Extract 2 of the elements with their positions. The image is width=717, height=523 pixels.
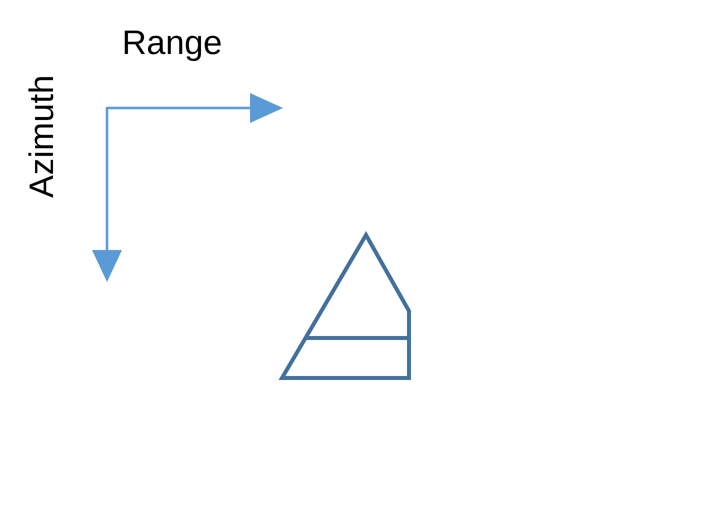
axis-label: Range	[122, 26, 222, 60]
axis-label: Azimuth	[25, 75, 59, 198]
